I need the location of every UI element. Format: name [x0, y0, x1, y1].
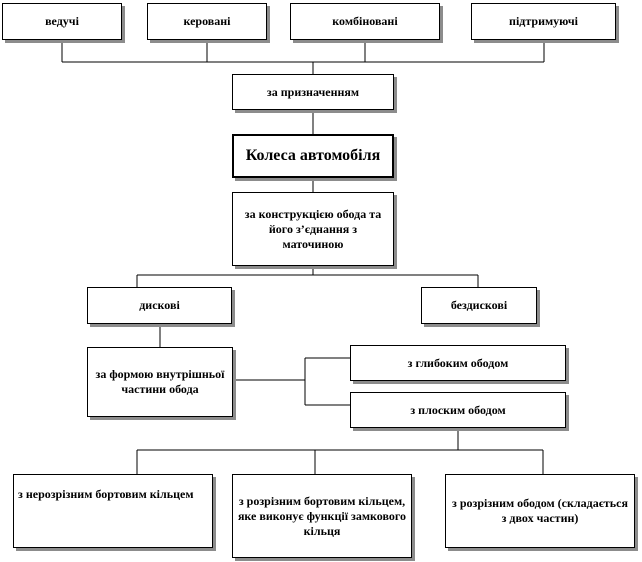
node-discless: бездискові: [421, 287, 537, 324]
node-deep-rim: з глибоким ободом: [350, 345, 566, 381]
node-root: Колеса автомобіля: [232, 134, 394, 178]
node-by-purpose: за призначенням: [232, 74, 394, 110]
node-by-rim-design: за конструкцією обода та його з’єднання …: [232, 192, 394, 266]
node-flat-rim: з плоским ободом: [350, 392, 566, 428]
node-combined: комбіновані: [290, 3, 440, 40]
node-split-ring: з розрізним бортовим кільцем, яке викону…: [232, 474, 412, 558]
node-supporting: підтримуючі: [471, 3, 616, 40]
node-non-split-ring: з нерозрізним бортовим кільцем: [13, 474, 213, 548]
node-steered: керовані: [147, 3, 267, 40]
node-driving: ведучі: [2, 3, 122, 40]
node-disc: дискові: [87, 287, 232, 324]
node-by-rim-shape: за формою внутрішньої частини обода: [87, 347, 233, 417]
node-split-rim: з розрізним ободом (складається з двох ч…: [445, 474, 635, 548]
